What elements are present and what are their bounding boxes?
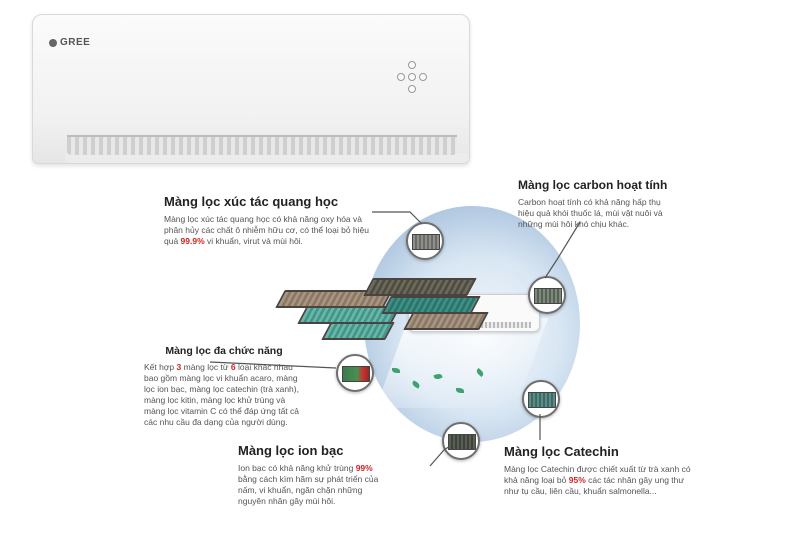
brand-logo: GREE xyxy=(49,37,90,48)
silver-desc-part: Ion bạc có khả năng khử trùng xyxy=(238,463,356,473)
multi-highlight-3: 3 xyxy=(176,362,182,372)
magnifier-carbon xyxy=(528,276,566,314)
photocatalyst-title: Màng lọc xúc tác quang học xyxy=(164,194,339,209)
catechin-desc: Màng lọc Catechin được chiết xuất từ trà… xyxy=(504,464,700,497)
multi-title: Màng lọc đa chức năng xyxy=(165,345,283,357)
gree-logo-icon xyxy=(49,38,57,47)
multi-function-filter-block: Màng lọc đa chức năng Kết hợp 3 màng lọc… xyxy=(144,345,304,428)
magnifier-multi xyxy=(336,354,374,392)
catechin-title: Màng lọc Catechin xyxy=(504,444,619,459)
filter-swatch xyxy=(342,366,370,382)
silver-title: Màng lọc ion bạc xyxy=(238,443,344,458)
panel-dot-icon xyxy=(397,73,405,81)
magnifier-silver xyxy=(442,422,480,460)
carbon-desc: Carbon hoạt tính có khả năng hấp thụ hiệ… xyxy=(518,197,663,229)
control-panel xyxy=(391,59,431,107)
catechin-desc-part: các tác nhân gây ung thư như tụ cầu, liê… xyxy=(504,475,685,496)
filter-swatch xyxy=(448,434,476,450)
photocatalyst-desc-part: vi khuẩn, virut và mùi hôi. xyxy=(204,236,303,246)
multi-desc: Kết hợp 3 màng lọc từ 6 loại khác nhau b… xyxy=(144,362,304,428)
air-conditioner-unit: GREE xyxy=(32,14,470,164)
catechin-filter-block: Màng lọc Catechin Màng lọc Catechin được… xyxy=(504,444,700,497)
multi-highlight-6: 6 xyxy=(230,362,236,372)
filter-swatch xyxy=(534,288,562,304)
multi-desc-part: Kết hợp xyxy=(144,362,177,372)
panel-dot-icon xyxy=(408,85,416,93)
filter-swatch xyxy=(412,234,440,250)
leaf-icon xyxy=(392,368,400,373)
brand-name: GREE xyxy=(60,37,91,48)
magnifier-photocatalyst xyxy=(406,222,444,260)
panel-dot-icon xyxy=(419,73,427,81)
connector-photocatalyst xyxy=(372,211,423,225)
connector-carbon xyxy=(544,221,581,279)
photocatalyst-highlight: 99.9% xyxy=(180,236,205,246)
connector-multi xyxy=(209,361,337,369)
silver-desc: Ion bạc có khả năng khử trùng 99% bằng c… xyxy=(238,463,388,507)
silver-highlight: 99% xyxy=(355,463,373,473)
catechin-highlight: 95% xyxy=(568,475,586,485)
silver-desc-part: bằng cách kìm hãm sự phát triển của nấm,… xyxy=(238,474,379,506)
carbon-title: Màng lọc carbon hoạt tính xyxy=(518,178,668,192)
filter-swatch xyxy=(528,392,556,408)
catechin-desc-part: Màng lọc Catechin được chiết xuất từ trà… xyxy=(504,464,691,485)
carbon-filter-block: Màng lọc carbon hoạt tính Carbon hoạt tí… xyxy=(518,178,678,230)
panel-dot-icon xyxy=(408,73,416,81)
connector-silver xyxy=(429,445,451,467)
ac-air-vent xyxy=(67,135,457,155)
leaf-icon xyxy=(456,388,464,393)
photocatalyst-filter-block: Màng lọc xúc tác quang học Màng lọc xúc … xyxy=(164,194,372,247)
magnifier-catechin xyxy=(522,380,560,418)
silver-ion-filter-block: Màng lọc ion bạc Ion bạc có khả năng khử… xyxy=(238,443,388,507)
photocatalyst-desc: Màng lọc xúc tác quang học có khả năng o… xyxy=(164,214,372,247)
photocatalyst-desc-part: Màng lọc xúc tác quang học có khả năng o… xyxy=(164,214,370,246)
panel-dot-icon xyxy=(408,61,416,69)
multi-desc-part: màng lọc từ xyxy=(181,362,231,372)
ac-bottom-panel xyxy=(65,153,469,163)
multi-desc-part: loại khác nhau bao gồm màng lọc vi khuẩn… xyxy=(144,362,299,427)
